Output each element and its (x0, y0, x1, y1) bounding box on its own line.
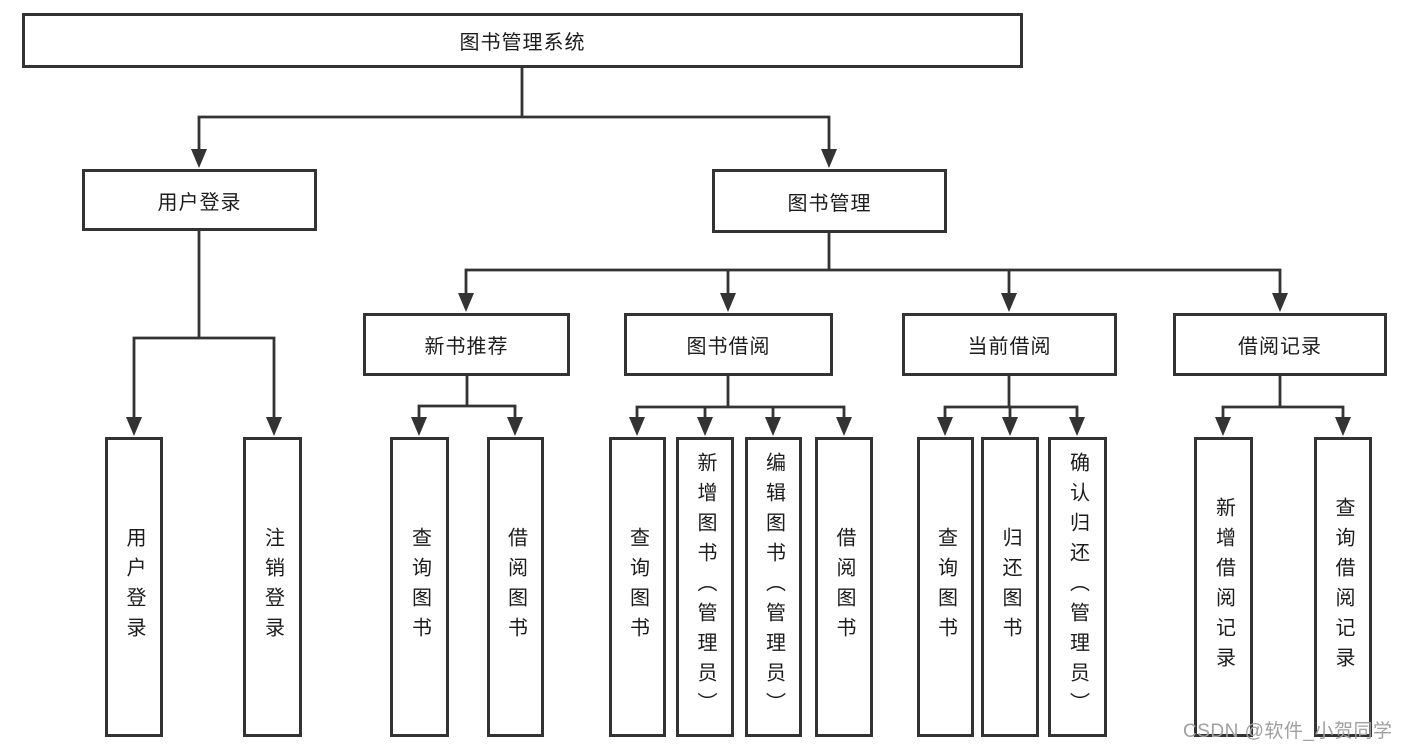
csdn-watermark: CSDN @软件_小贺同学 (1183, 721, 1393, 742)
node-new-book-recommendation: 新书推荐 (363, 313, 570, 376)
node-label: 图书管理系统 (459, 32, 586, 54)
node-label: 用户登录 (123, 527, 145, 647)
node-label: 新书推荐 (424, 336, 509, 358)
node-label: 查询图书 (626, 527, 649, 647)
node-label: 查询图书 (408, 527, 431, 647)
node-borrowing-records: 借阅记录 (1173, 313, 1387, 376)
node-confirm-return-admin: 确认归还（管理员） (1048, 437, 1107, 737)
arrowheads (126, 149, 1351, 436)
node-book-management: 图书管理 (712, 169, 947, 233)
node-label: 编辑图书（管理员） (762, 452, 785, 722)
node-query-books-borrowing: 查询图书 (609, 437, 666, 737)
node-add-book-admin: 新增图书（管理员） (676, 437, 734, 737)
node-library-management-system: 图书管理系统 (22, 13, 1023, 68)
node-label: 借阅记录 (1238, 336, 1322, 358)
node-user-login-leaf: 用户登录 (105, 437, 163, 737)
node-borrow-books-recommendation: 借阅图书 (487, 437, 544, 737)
node-label: 当前借阅 (967, 336, 1052, 358)
node-label: 注销登录 (261, 527, 284, 647)
node-book-borrowing: 图书借阅 (624, 313, 833, 376)
node-borrow-books-borrowing: 借阅图书 (815, 437, 873, 737)
node-label: 查询借阅记录 (1332, 497, 1354, 677)
node-query-books-recommendation: 查询图书 (390, 437, 449, 737)
node-current-borrowing: 当前借阅 (902, 313, 1117, 376)
node-label: 借阅图书 (504, 527, 527, 647)
node-label: 图书借阅 (686, 336, 771, 358)
node-label: 借阅图书 (833, 527, 855, 647)
node-label: 新增图书（管理员） (694, 452, 716, 722)
node-label: 归还图书 (999, 527, 1021, 647)
node-add-borrow-record: 新增借阅记录 (1194, 437, 1253, 737)
node-query-books-current: 查询图书 (917, 437, 974, 737)
node-return-books: 归还图书 (981, 437, 1039, 737)
node-label: 确认归还（管理员） (1066, 452, 1089, 722)
node-label: 查询图书 (934, 527, 957, 647)
node-query-borrow-record: 查询借阅记录 (1314, 437, 1372, 737)
node-logout: 注销登录 (243, 437, 302, 737)
node-edit-book-admin: 编辑图书（管理员） (745, 437, 802, 737)
node-user-login: 用户登录 (82, 169, 317, 231)
node-label: 新增借阅记录 (1212, 497, 1235, 677)
node-label: 图书管理 (787, 192, 872, 215)
node-label: 用户登录 (157, 191, 242, 214)
